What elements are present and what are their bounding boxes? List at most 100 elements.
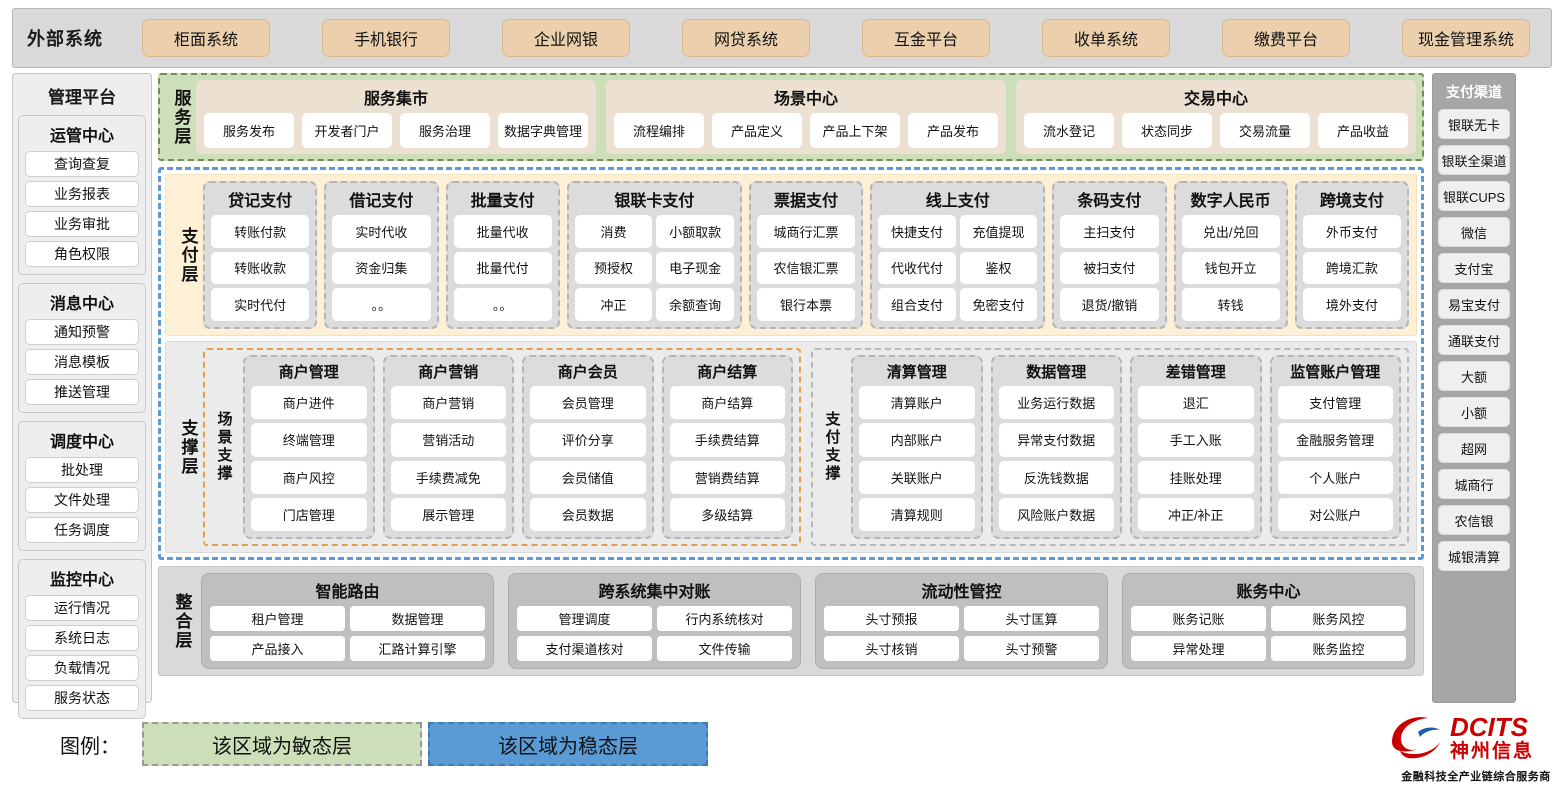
support-item[interactable]: 手续费减免 [390,460,506,494]
payment-channel-item[interactable]: 城银清算 [1438,541,1510,571]
management-menu-item[interactable]: 通知预警 [25,319,139,345]
service-item[interactable]: 状态同步 [1122,113,1212,148]
integration-item[interactable]: 账务监控 [1271,636,1406,661]
support-item[interactable]: 营销费结算 [669,460,785,494]
support-item[interactable]: 营销活动 [390,423,506,457]
payment-item[interactable]: 资金归集 [332,251,431,285]
payment-item[interactable]: 跨境汇款 [1302,251,1402,285]
payment-item[interactable]: 银行本票 [756,288,856,321]
payment-item[interactable]: 境外支付 [1302,288,1402,321]
management-menu-item[interactable]: 业务报表 [25,181,139,207]
payment-item[interactable]: 退货/撤销 [1060,288,1159,321]
support-item[interactable]: 评价分享 [530,423,646,457]
support-item[interactable]: 清算规则 [859,497,975,531]
payment-item[interactable]: 组合支付 [878,288,956,321]
payment-channel-item[interactable]: 易宝支付 [1438,289,1510,319]
management-menu-item[interactable]: 批处理 [25,457,139,483]
external-system-chip[interactable]: 企业网银 [502,19,630,57]
support-item[interactable]: 个人账户 [1277,460,1393,494]
integration-item[interactable]: 头寸匡算 [964,606,1099,631]
management-menu-item[interactable]: 服务状态 [25,685,139,711]
payment-item[interactable]: 批量代收 [453,215,552,248]
payment-item[interactable]: 转账付款 [211,215,310,248]
support-item[interactable]: 异常支付数据 [998,423,1114,457]
integration-item[interactable]: 租户管理 [210,606,345,631]
payment-channel-item[interactable]: 微信 [1438,217,1510,247]
payment-item[interactable]: 兑出/兑回 [1181,215,1280,248]
payment-channel-item[interactable]: 银联全渠道 [1438,145,1510,175]
management-menu-item[interactable]: 业务审批 [25,211,139,237]
support-item[interactable]: 终端管理 [251,423,367,457]
management-menu-item[interactable]: 推送管理 [25,379,139,405]
support-item[interactable]: 展示管理 [390,497,506,531]
service-item[interactable]: 产品上下架 [810,113,900,148]
support-item[interactable]: 商户结算 [669,386,785,420]
external-system-chip[interactable]: 柜面系统 [142,19,270,57]
payment-item[interactable]: 充值提现 [959,215,1038,248]
payment-item[interactable]: 钱包开立 [1181,251,1280,285]
payment-channel-item[interactable]: 超网 [1438,433,1510,463]
payment-item[interactable]: 城商行汇票 [756,215,856,248]
payment-item[interactable]: 快捷支付 [878,215,956,248]
support-item[interactable]: 清算账户 [859,386,975,420]
payment-item[interactable]: 转钱 [1181,288,1280,321]
service-item[interactable]: 开发者门户 [302,113,392,148]
support-item[interactable]: 多级结算 [669,497,785,531]
integration-item[interactable]: 头寸核销 [824,636,959,661]
management-menu-item[interactable]: 运行情况 [25,595,139,621]
payment-item[interactable]: 鉴权 [959,251,1038,285]
support-item[interactable]: 挂账处理 [1138,460,1254,494]
support-item[interactable]: 商户进件 [251,386,367,420]
integration-item[interactable]: 产品接入 [210,636,345,661]
service-item[interactable]: 产品定义 [712,113,802,148]
service-item[interactable]: 服务发布 [204,113,294,148]
integration-item[interactable]: 头寸预警 [964,636,1099,661]
support-item[interactable]: 退汇 [1138,386,1254,420]
service-item[interactable]: 流水登记 [1024,113,1114,148]
payment-item[interactable]: 小额取款 [656,215,734,248]
service-item[interactable]: 交易流量 [1220,113,1310,148]
external-system-chip[interactable]: 手机银行 [322,19,450,57]
support-item[interactable]: 手续费结算 [669,423,785,457]
payment-channel-item[interactable]: 银联无卡 [1438,109,1510,139]
support-item[interactable]: 反洗钱数据 [998,460,1114,494]
support-item[interactable]: 会员储值 [530,460,646,494]
support-item[interactable]: 支付管理 [1277,386,1393,420]
external-system-chip[interactable]: 网贷系统 [682,19,810,57]
payment-channel-item[interactable]: 小额 [1438,397,1510,427]
integration-item[interactable]: 行内系统核对 [657,606,792,631]
support-item[interactable]: 商户营销 [390,386,506,420]
payment-item[interactable]: 余额查询 [656,288,734,321]
support-item[interactable]: 手工入账 [1138,423,1254,457]
integration-item[interactable]: 数据管理 [350,606,485,631]
payment-channel-item[interactable]: 城商行 [1438,469,1510,499]
external-system-chip[interactable]: 互金平台 [862,19,990,57]
support-item[interactable]: 会员数据 [530,497,646,531]
payment-item[interactable]: 批量代付 [453,251,552,285]
support-item[interactable]: 关联账户 [859,460,975,494]
support-item[interactable]: 冲正/补正 [1138,497,1254,531]
support-item[interactable]: 会员管理 [530,386,646,420]
external-system-chip[interactable]: 缴费平台 [1222,19,1350,57]
external-system-chip[interactable]: 收单系统 [1042,19,1170,57]
management-menu-item[interactable]: 消息模板 [25,349,139,375]
payment-item[interactable]: 代收代付 [878,251,956,285]
support-item[interactable]: 金融服务管理 [1277,423,1393,457]
support-item[interactable]: 对公账户 [1277,497,1393,531]
service-item[interactable]: 流程编排 [614,113,704,148]
service-item[interactable]: 产品收益 [1318,113,1408,148]
management-menu-item[interactable]: 系统日志 [25,625,139,651]
payment-item[interactable]: 冲正 [574,288,653,321]
integration-item[interactable]: 文件传输 [657,636,792,661]
payment-item[interactable]: 实时代收 [332,215,431,248]
payment-item[interactable]: 。。 [332,288,431,321]
management-menu-item[interactable]: 任务调度 [25,517,139,543]
integration-item[interactable]: 头寸预报 [824,606,959,631]
support-item[interactable]: 商户风控 [251,460,367,494]
support-item[interactable]: 业务运行数据 [998,386,1114,420]
integration-item[interactable]: 汇路计算引擎 [350,636,485,661]
integration-item[interactable]: 管理调度 [517,606,652,631]
payment-item[interactable]: 实时代付 [211,288,310,321]
payment-item[interactable]: 农信银汇票 [756,251,856,285]
payment-item[interactable]: 消费 [574,215,653,248]
